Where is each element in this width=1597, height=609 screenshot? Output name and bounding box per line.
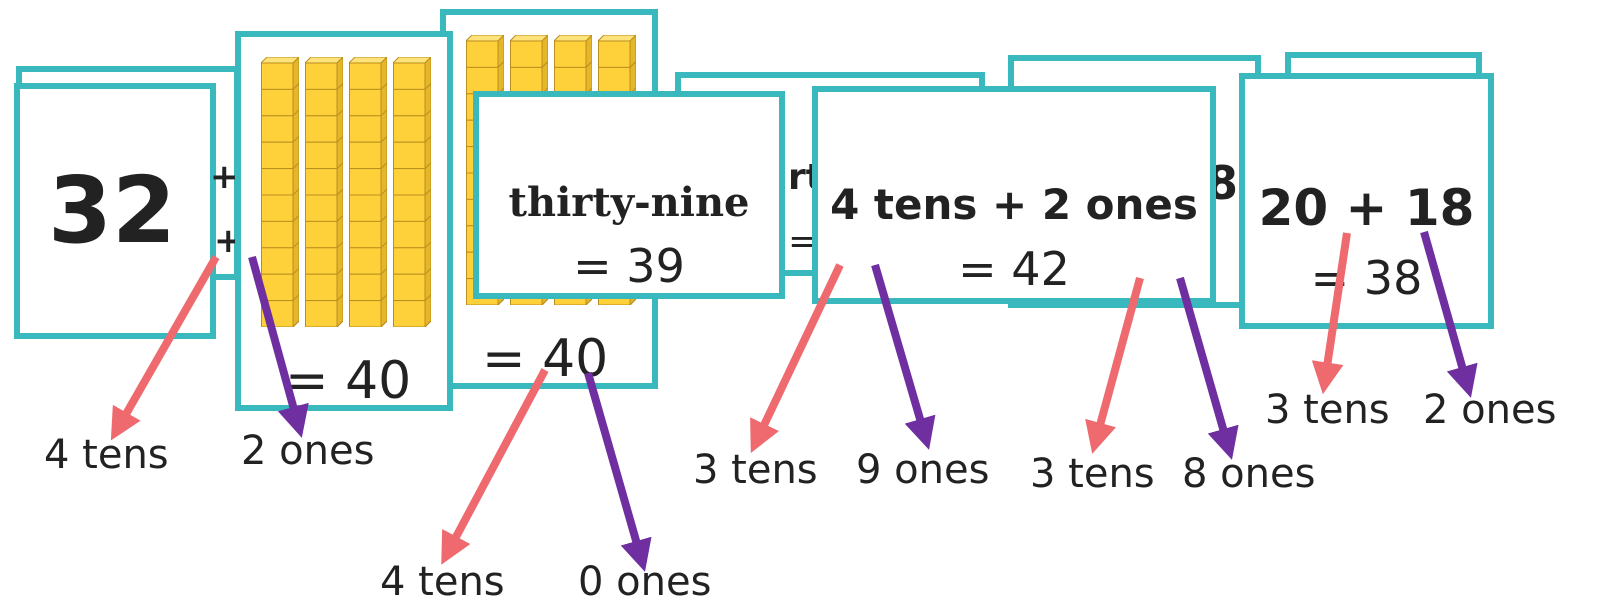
tens-label: 3 tens [693, 447, 818, 493]
card-equation: = 39 [573, 239, 685, 293]
ones-arrow [1420, 230, 1478, 398]
tens-label: 3 tens [1030, 451, 1155, 497]
tens-label: 3 tens [1265, 387, 1390, 433]
tens-arrow [441, 368, 549, 565]
addition-card-38: 20 + 18 = 38 [1239, 73, 1494, 329]
ones-arrow [871, 263, 936, 450]
card-equation: = 40 [285, 351, 412, 411]
base-ten-rod-icon [391, 55, 433, 331]
tens-arrow [750, 263, 844, 454]
card-number: 32 [48, 157, 177, 264]
ones-label: 8 ones [1182, 451, 1316, 497]
ones-arrow [1176, 276, 1239, 460]
ones-label: 9 ones [856, 447, 990, 493]
card-equation: = 42 [958, 242, 1070, 296]
ones-arrow [248, 255, 309, 438]
tens-rods-card-40: = 40 [235, 31, 453, 411]
ones-label: 2 ones [1423, 387, 1557, 433]
ones-arrow [584, 371, 652, 572]
tens-arrow [110, 255, 220, 441]
base-ten-rod-icon [303, 55, 345, 331]
tens-arrow [1311, 232, 1351, 395]
card-peek-symbol: + [210, 157, 239, 197]
ones-label: 0 ones [578, 559, 712, 605]
base-ten-rod-icon [347, 55, 389, 331]
tens-label: 4 tens [380, 559, 505, 605]
card-word: thirty-nine [508, 179, 750, 226]
word-card-thirty-nine: thirty-nine = 39 [473, 91, 785, 299]
card-equation: = 38 [1310, 251, 1423, 305]
ones-label: 2 ones [241, 428, 375, 474]
number-card-32: 32 [14, 83, 216, 339]
card-expression: 4 tens + 2 ones [830, 180, 1198, 229]
card-expression: 20 + 18 [1258, 179, 1475, 237]
tens-arrow [1085, 276, 1144, 454]
tens-label: 4 tens [44, 432, 169, 478]
